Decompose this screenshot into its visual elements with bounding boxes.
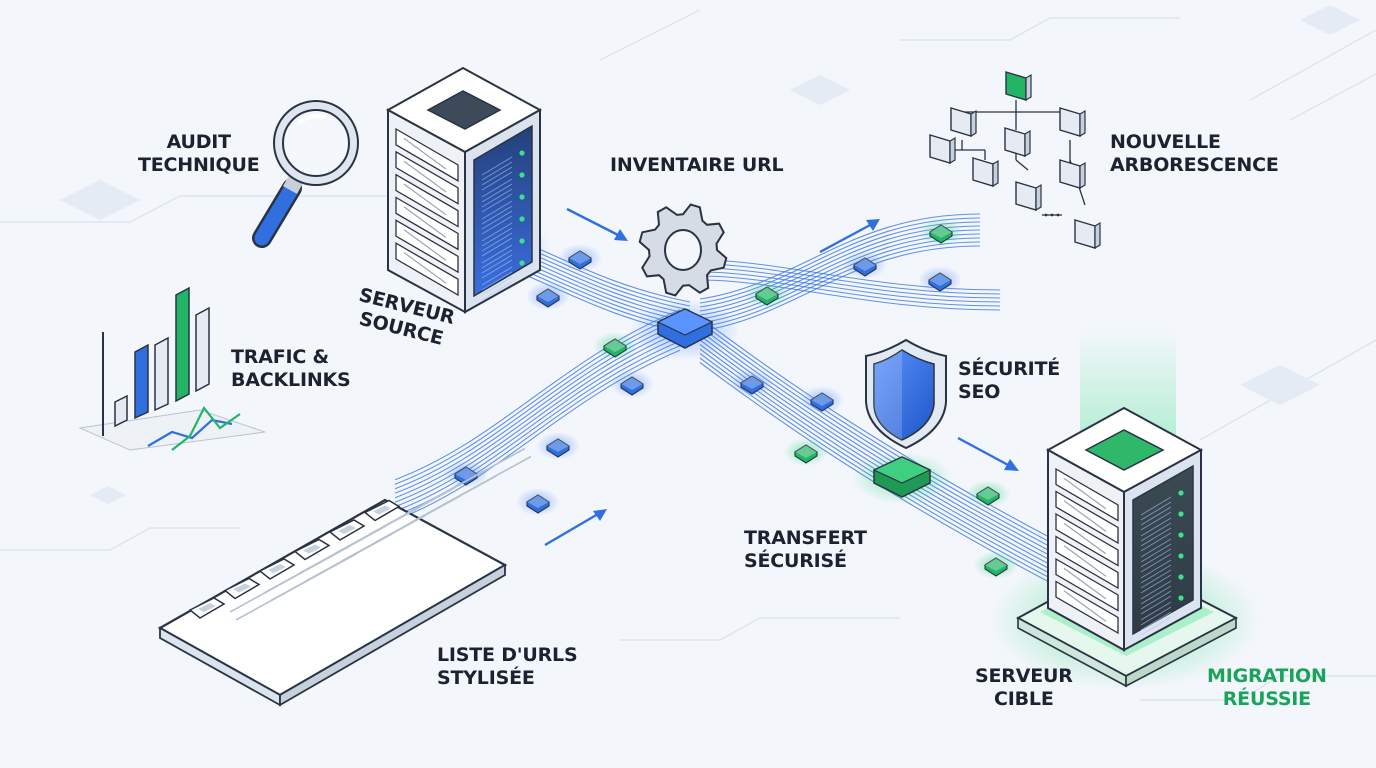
packet bbox=[918, 266, 962, 294]
url-document-icon bbox=[223, 577, 261, 600]
packet bbox=[966, 480, 1010, 508]
packet bbox=[745, 280, 789, 308]
url-document-icon bbox=[328, 519, 366, 541]
background-decoration bbox=[0, 9, 1376, 701]
url-document-icon bbox=[258, 558, 296, 580]
arrow-to-target bbox=[957, 436, 1019, 471]
tree-node bbox=[1015, 181, 1042, 212]
hub-node bbox=[630, 300, 740, 360]
packet bbox=[843, 251, 887, 279]
flow-hub-to-tree-upper bbox=[699, 259, 1001, 311]
tree-node bbox=[972, 157, 999, 188]
chart-line-green bbox=[171, 405, 241, 451]
target-server-icon bbox=[990, 330, 1260, 690]
tree-node bbox=[950, 107, 977, 138]
packet bbox=[516, 488, 560, 516]
bar-chart-icon bbox=[78, 286, 266, 451]
url-document-icon bbox=[293, 538, 331, 561]
tree-node bbox=[929, 134, 956, 165]
secure-node bbox=[852, 452, 952, 504]
packet bbox=[730, 369, 774, 397]
tree-node bbox=[1004, 127, 1031, 158]
arrow-source-to-gear bbox=[566, 207, 628, 241]
shield-icon bbox=[865, 338, 947, 450]
chart-bar-2 bbox=[134, 343, 149, 420]
chart-bar-4 bbox=[175, 286, 190, 403]
chart-bar-1 bbox=[114, 394, 128, 428]
packet bbox=[558, 244, 602, 272]
arrow-from-list bbox=[544, 509, 607, 547]
tree-node bbox=[1074, 219, 1101, 250]
url-document-icon bbox=[188, 597, 226, 619]
chart-line-blue bbox=[147, 418, 233, 447]
flow-arrows bbox=[544, 207, 1019, 547]
document-list-icon bbox=[157, 447, 532, 707]
packet bbox=[536, 432, 580, 460]
tree-node bbox=[1059, 107, 1086, 138]
packet bbox=[800, 386, 844, 414]
label-inventory: INVENTAIRE URL bbox=[610, 154, 784, 176]
gear-icon bbox=[638, 203, 728, 297]
background-tiles bbox=[60, 5, 1360, 504]
packet bbox=[444, 460, 488, 488]
chart-bar-5 bbox=[195, 306, 210, 393]
arrow-to-tree bbox=[819, 219, 880, 254]
magnifier-icon bbox=[252, 100, 359, 248]
source-server-icon bbox=[385, 66, 550, 314]
data-packets bbox=[444, 218, 1018, 579]
tree-node bbox=[1059, 159, 1086, 190]
url-document-icon bbox=[363, 499, 401, 522]
packet bbox=[974, 551, 1018, 579]
packet bbox=[593, 332, 637, 360]
packet bbox=[784, 438, 828, 466]
packet bbox=[610, 370, 654, 398]
label-traffic: TRAFIC &BACKLINKS bbox=[231, 346, 351, 391]
packet bbox=[526, 282, 570, 310]
packet bbox=[919, 218, 963, 246]
chart-bar-3 bbox=[154, 336, 169, 412]
tree-node bbox=[1005, 71, 1032, 102]
site-tree-icon bbox=[929, 71, 1101, 250]
